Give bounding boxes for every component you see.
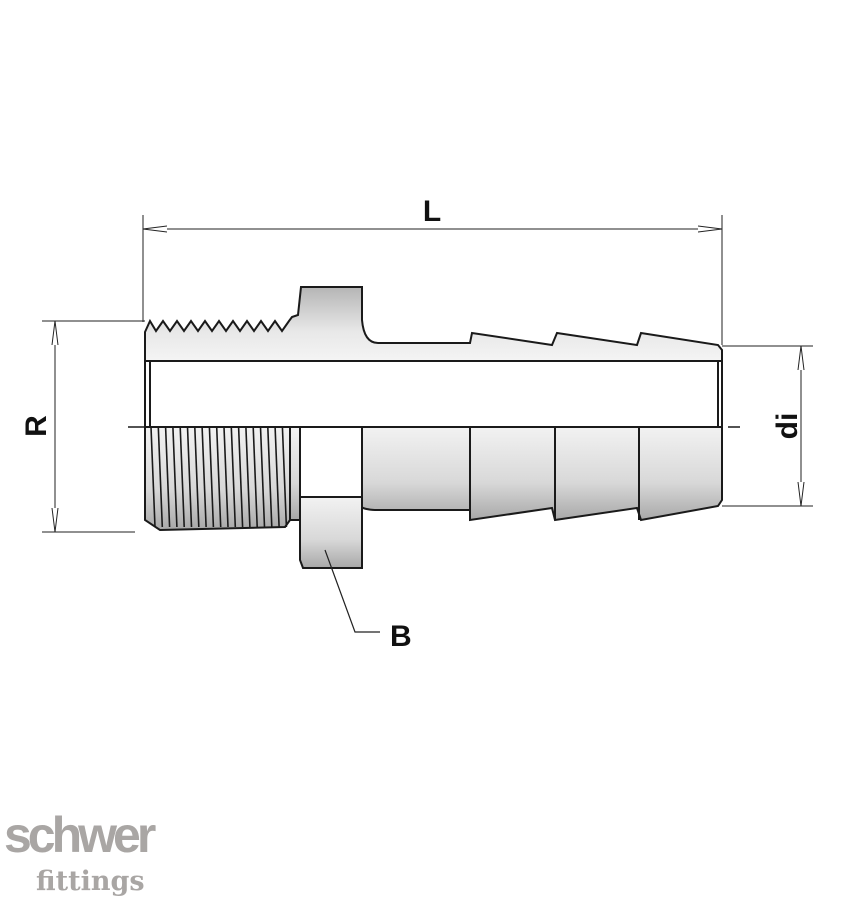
- thread-line: [157, 426, 164, 528]
- thread-line: [237, 426, 244, 528]
- label-L: L: [423, 195, 441, 228]
- logo-line1: schwer: [4, 807, 156, 863]
- thread-line: [259, 426, 266, 528]
- dimension-di: di: [722, 345, 813, 507]
- thread-line: [230, 426, 237, 528]
- thread-line: [179, 426, 185, 528]
- logo-line2: fittings: [36, 866, 145, 897]
- leader-B: B: [324, 549, 412, 653]
- thread-line: [274, 426, 280, 528]
- thread-line: [281, 426, 288, 528]
- thread-line: [164, 426, 171, 528]
- dimension-L: L: [142, 195, 723, 345]
- thread-line: [194, 426, 200, 528]
- thread-line: [186, 426, 193, 528]
- thread-line: [208, 426, 215, 528]
- fitting-lower-view: [144, 426, 723, 569]
- hex-nut: [299, 496, 363, 569]
- thread-line: [215, 426, 222, 528]
- thread-line: [223, 426, 229, 528]
- thread-line: [201, 426, 207, 528]
- label-B: B: [390, 620, 412, 653]
- thread-line: [252, 426, 258, 528]
- thread-line: [172, 426, 178, 528]
- thread-line: [245, 426, 251, 528]
- schwer-fittings-logo: schwer fittings: [4, 807, 160, 897]
- label-R: R: [20, 415, 53, 437]
- thread-line: [150, 426, 156, 528]
- thread-line: [267, 426, 273, 528]
- fitting-upper-section: [144, 286, 723, 362]
- dimension-R: R: [20, 320, 145, 533]
- label-di: di: [771, 413, 804, 440]
